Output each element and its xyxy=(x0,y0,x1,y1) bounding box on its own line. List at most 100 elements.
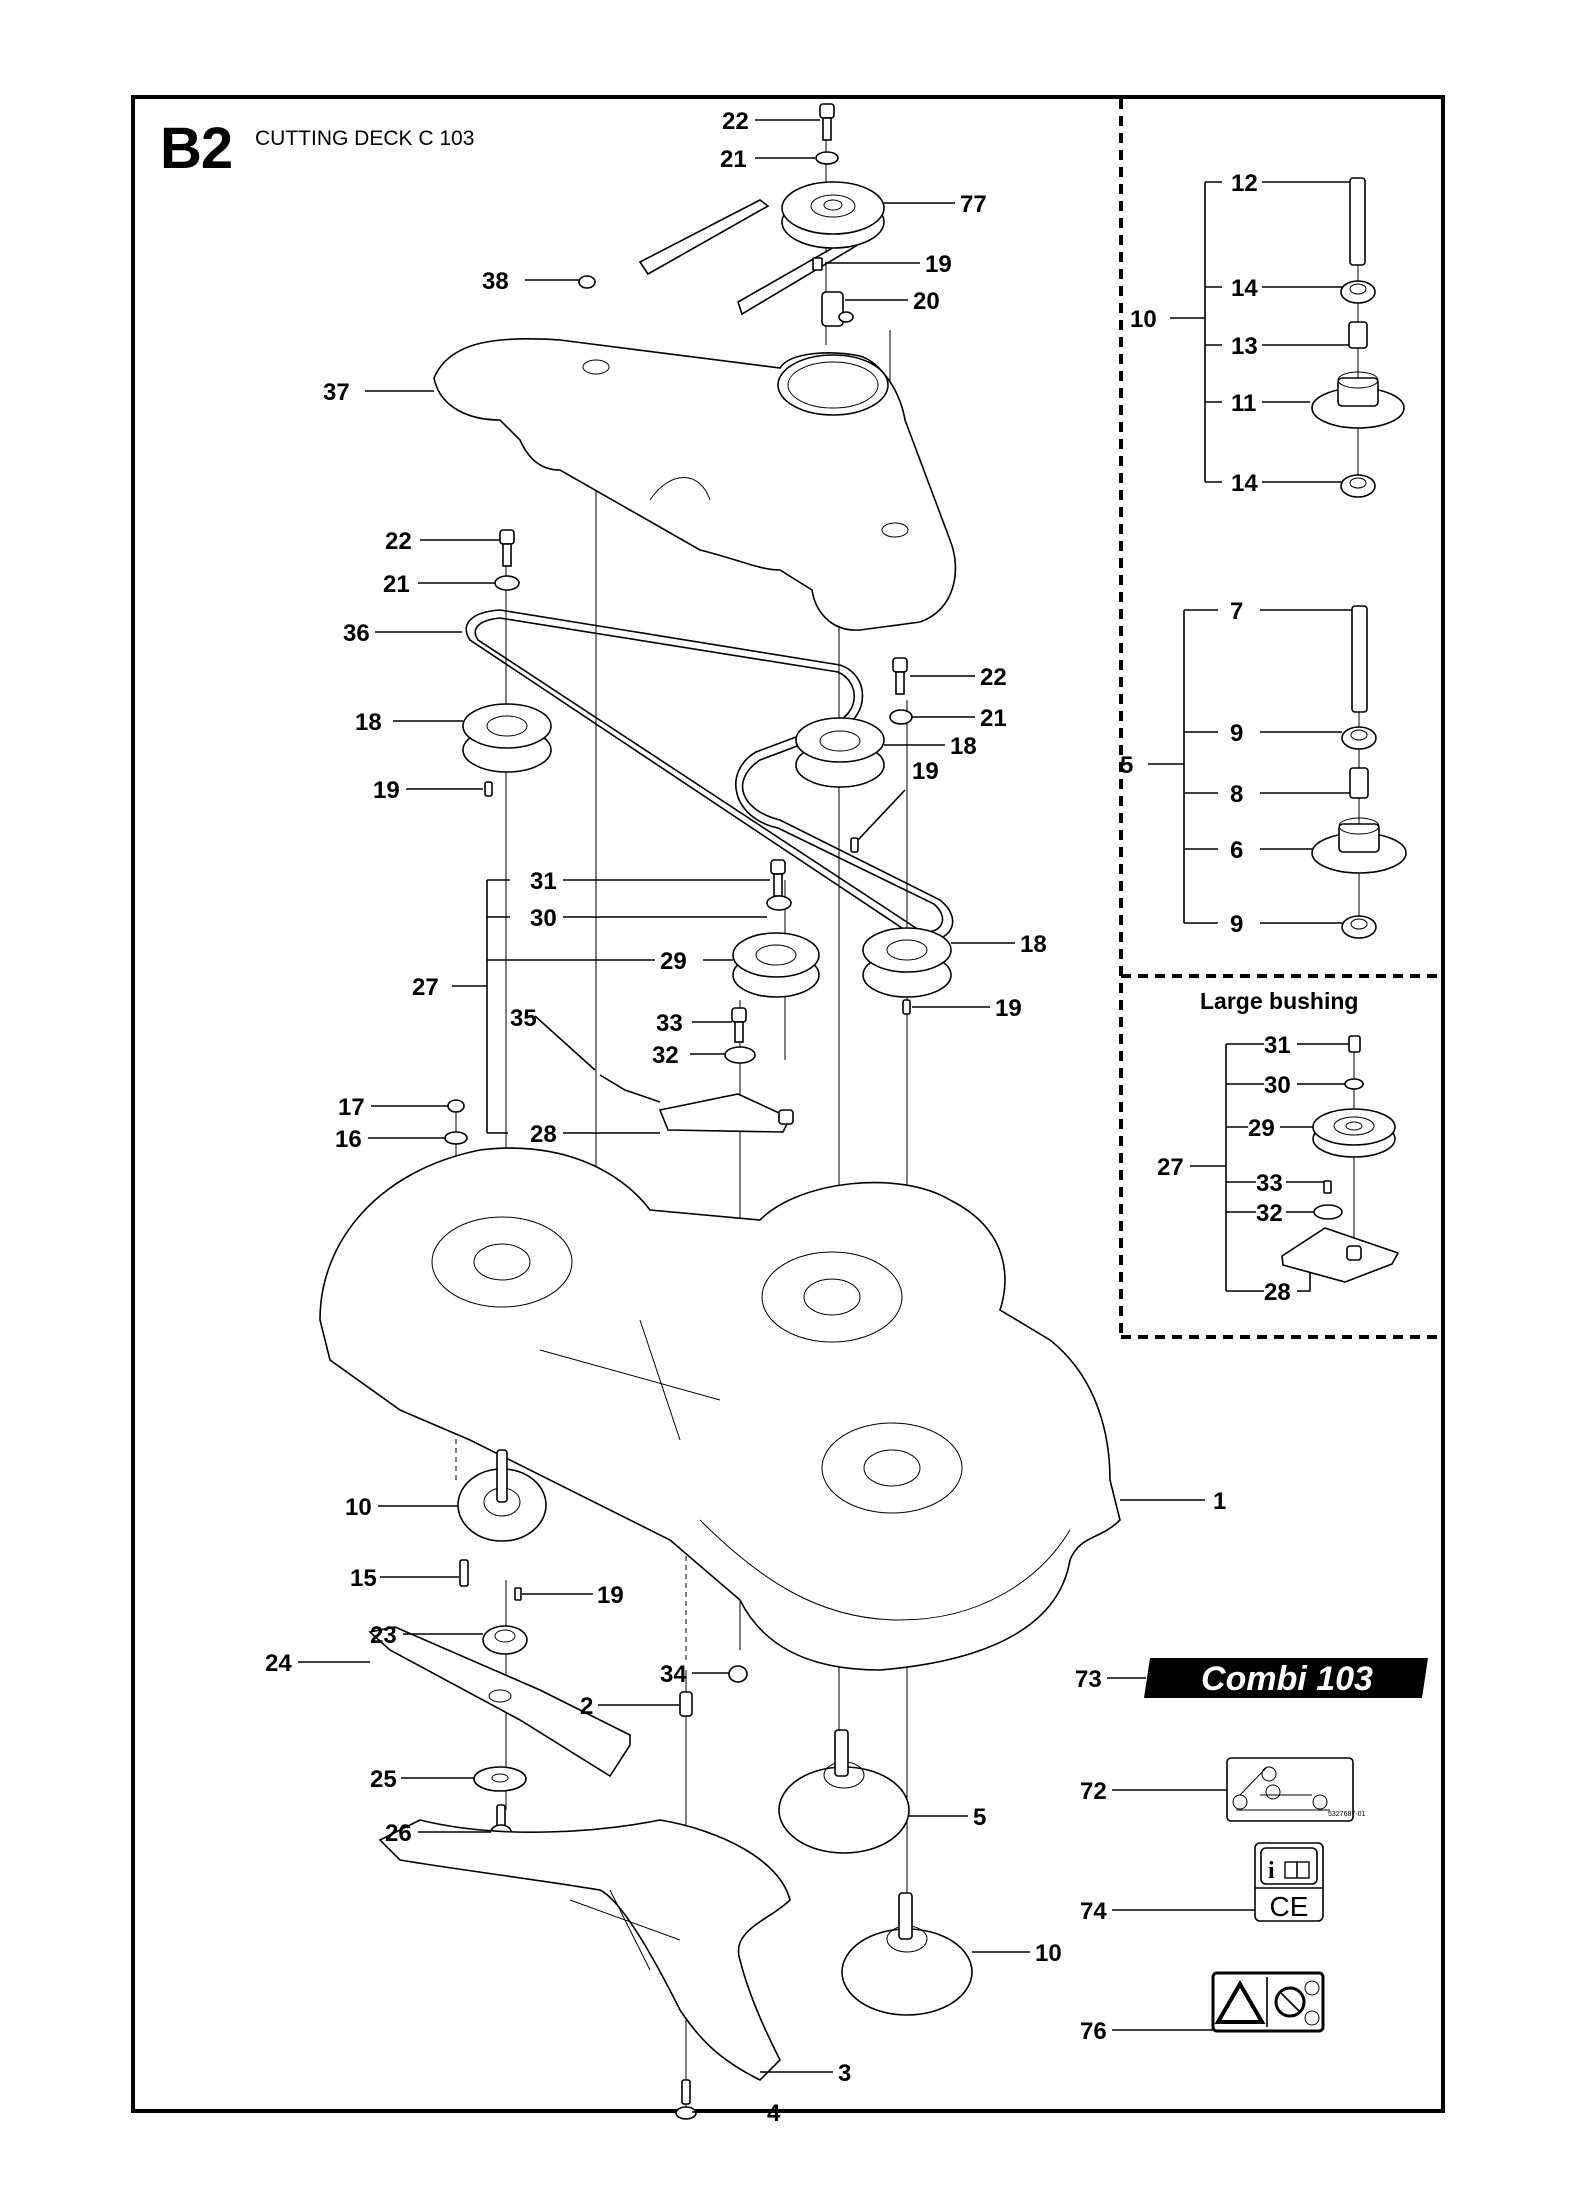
deck-spindle-mount-left xyxy=(431,1216,573,1308)
deck-shell-icon xyxy=(319,1147,1121,1671)
decal-pulley xyxy=(1265,1784,1281,1800)
callout-18: 18 xyxy=(950,733,977,760)
pulley-mid-18 xyxy=(795,657,913,853)
deck-rim xyxy=(699,1519,1071,1621)
bolt-31-icon xyxy=(770,859,786,875)
callout-33: 33 xyxy=(656,1010,683,1037)
callout-19: 19 xyxy=(912,758,939,785)
spindle-10-right-icon xyxy=(841,1928,973,2016)
bolt-22-icon xyxy=(892,657,908,673)
pulley-hub xyxy=(819,730,861,752)
deflector-3 xyxy=(378,1819,791,2120)
assembly-label: 10 xyxy=(1130,306,1157,333)
ce-mark-icon: CE xyxy=(1270,1891,1309,1922)
belt-stub-icon xyxy=(638,199,770,276)
pulley-hub xyxy=(1333,1116,1375,1136)
bolt-33-icon xyxy=(1323,1180,1332,1194)
rotation-arrow-icon xyxy=(1304,1980,1320,1996)
callout-19: 19 xyxy=(597,1582,624,1609)
callout-16: 16 xyxy=(335,1126,362,1153)
key-19-icon xyxy=(850,837,859,853)
adapter-bore xyxy=(494,1629,516,1643)
main-pulley-77 xyxy=(578,103,885,327)
pulley-bore xyxy=(1345,1121,1363,1131)
bracket-lines xyxy=(1170,181,1222,483)
callout-30: 30 xyxy=(530,905,557,932)
bearing-9-lower-icon xyxy=(1341,915,1377,939)
assembly-label: 27 xyxy=(1157,1154,1184,1181)
screw-icon xyxy=(838,311,854,323)
callout-10: 10 xyxy=(1035,1940,1062,1967)
callout-3: 3 xyxy=(838,2060,851,2087)
washer-21-icon xyxy=(815,151,839,165)
spring-35-icon xyxy=(599,1074,661,1103)
part-label: 30 xyxy=(1264,1072,1291,1099)
pulley-18-icon xyxy=(795,717,885,763)
callout-34: 34 xyxy=(660,1661,687,1688)
bolt-31-icon xyxy=(1348,1035,1361,1053)
cover-screw-boss xyxy=(582,359,610,375)
spacer-13-icon xyxy=(1348,321,1368,349)
washer-25-icon xyxy=(473,1766,527,1792)
bracket-lines xyxy=(1190,1043,1264,1292)
blade-hole xyxy=(488,1689,512,1703)
deck-spindle-mount-center xyxy=(761,1251,903,1343)
bolt-thread xyxy=(822,117,832,141)
callout-19: 19 xyxy=(995,995,1022,1022)
callout-18: 18 xyxy=(355,709,382,736)
info-icon: i xyxy=(1268,1858,1275,1884)
part-label: 28 xyxy=(1264,1279,1291,1306)
pulley-hub xyxy=(886,939,928,961)
lower-spindles xyxy=(778,1729,973,2016)
bearing-14-icon xyxy=(1340,280,1376,304)
callout-22: 22 xyxy=(385,528,412,555)
callout-17: 17 xyxy=(338,1094,365,1121)
pulley-77-icon xyxy=(781,181,885,235)
washer-30-icon xyxy=(766,895,792,911)
pulley-left-18 xyxy=(462,529,552,797)
callout-77: 77 xyxy=(960,191,987,218)
callout-74: 74 xyxy=(1080,1898,1107,1925)
washer-30-icon xyxy=(1344,1078,1364,1090)
part-label: 33 xyxy=(1256,1170,1283,1197)
callout-22: 22 xyxy=(980,664,1007,691)
bearing-bore xyxy=(1349,283,1367,295)
spacer-20-icon xyxy=(821,291,844,327)
deck-opening-right xyxy=(863,1449,921,1487)
pulley-hub xyxy=(486,715,528,737)
callout-4: 4 xyxy=(767,2100,781,2127)
callout-22: 22 xyxy=(722,108,749,135)
nut-17-icon xyxy=(447,1099,465,1113)
housing-hub xyxy=(1337,377,1379,407)
callout-19: 19 xyxy=(373,777,400,804)
pulley-bore xyxy=(823,199,843,211)
prohibition-slash xyxy=(1279,1991,1301,2013)
bolt-26-icon xyxy=(496,1804,506,1828)
callout-73: 73 xyxy=(1075,1666,1102,1693)
callout-18: 18 xyxy=(1020,931,1047,958)
key-19-icon xyxy=(812,257,823,271)
page-title: CUTTING DECK C 103 xyxy=(255,127,475,150)
decal-code: 5327687-01 xyxy=(1328,1811,1365,1818)
callout-32: 32 xyxy=(652,1042,679,1069)
callout-numbers: 22 21 77 19 20 38 37 22 21 36 18 19 22 2… xyxy=(265,108,1226,2127)
page-id: B2 xyxy=(160,116,233,181)
deck-1 xyxy=(319,1147,1121,1671)
arm-28-icon xyxy=(1281,1227,1400,1283)
bolt-33-icon xyxy=(731,1007,747,1023)
inset-spindle-5: 7 9 8 6 9 5 xyxy=(1120,598,1407,939)
callout-20: 20 xyxy=(913,288,940,315)
callout-37: 37 xyxy=(323,379,350,406)
part-label: 31 xyxy=(1264,1032,1291,1059)
idler-group xyxy=(444,859,952,1145)
decal-74: i CE xyxy=(1254,1842,1324,1922)
part-label: 9 xyxy=(1230,720,1243,747)
bolt-22-icon xyxy=(499,529,515,545)
arm-boss xyxy=(1346,1245,1362,1261)
key-19-lower-icon xyxy=(514,1587,522,1601)
pulley-hub xyxy=(755,944,797,966)
housing-hub xyxy=(1338,823,1380,853)
belt-cover-37 xyxy=(433,338,957,631)
cover-pulley-opening xyxy=(777,354,889,416)
